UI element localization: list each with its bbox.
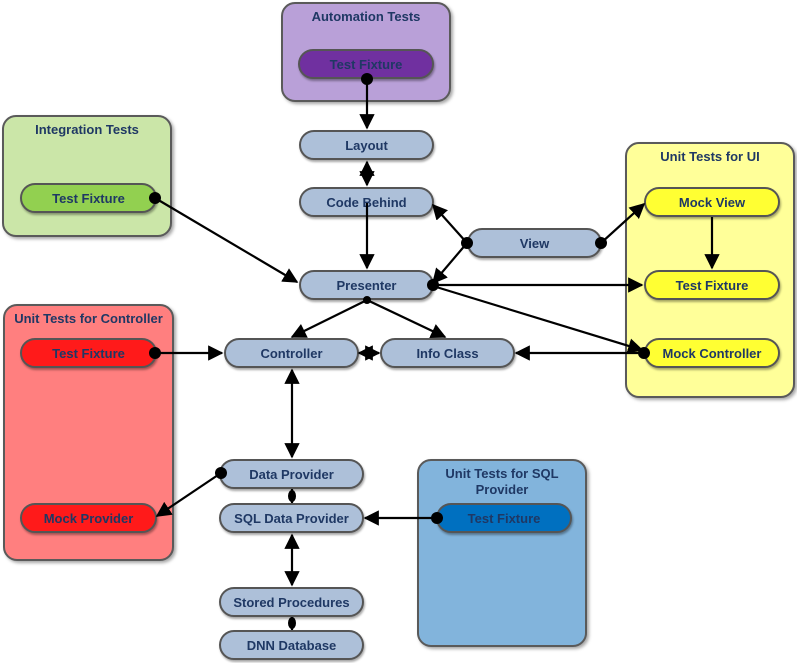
- data-provider-node: Data Provider: [219, 459, 364, 489]
- ui-test-fixture: Test Fixture: [644, 270, 780, 300]
- connector-dot: [427, 279, 439, 291]
- connector-presenter-controller: [290, 299, 368, 338]
- layout-node: Layout: [299, 130, 434, 160]
- connector-dot: [431, 512, 443, 524]
- connector-presenter-infoclass: [366, 299, 447, 339]
- controller-node: Controller: [224, 338, 359, 368]
- unit-tests-sql-title: Unit Tests for SQL Provider: [445, 466, 559, 497]
- mock-controller: Mock Controller: [644, 338, 780, 368]
- unit-tests-sql-group: Unit Tests for SQL Provider: [417, 459, 587, 647]
- connector-dot: [638, 347, 650, 359]
- connector-dot: [288, 617, 296, 629]
- connector-dot: [361, 73, 373, 85]
- mock-provider: Mock Provider: [20, 503, 157, 533]
- sql-test-fixture: Test Fixture: [436, 503, 572, 533]
- connector-dot: [595, 237, 607, 249]
- connector-dataprovider-mockprovider: [155, 472, 222, 517]
- connector-view-mockview: [600, 202, 646, 244]
- connector-view-presenter: [432, 242, 468, 285]
- connector-presenter-mockcontroller: [432, 284, 644, 354]
- connector-dot: [288, 490, 296, 502]
- automation-tests-title: Automation Tests: [311, 9, 421, 24]
- controller-test-fixture: Test Fixture: [20, 338, 157, 368]
- integration-tests-group: Integration Tests: [2, 115, 172, 237]
- unit-tests-controller-title: Unit Tests for Controller: [14, 311, 163, 326]
- connector-dot: [461, 237, 473, 249]
- connector-dot: [215, 467, 227, 479]
- stored-procedures-node: Stored Procedures: [219, 587, 364, 617]
- mock-view: Mock View: [644, 187, 780, 217]
- info-class-node: Info Class: [380, 338, 515, 368]
- integration-test-fixture: Test Fixture: [20, 183, 157, 213]
- unit-tests-ui-title: Unit Tests for UI: [660, 149, 760, 164]
- connector-dot: [149, 192, 161, 204]
- connector-integration-presenter: [154, 197, 299, 283]
- connector-view-codebehind: [431, 203, 468, 244]
- connector-dot: [149, 347, 161, 359]
- dnn-database-node: DNN Database: [219, 630, 364, 660]
- view-node: View: [467, 228, 602, 258]
- sql-data-provider-node: SQL Data Provider: [219, 503, 364, 533]
- integration-tests-title: Integration Tests: [35, 122, 139, 137]
- connector-dot: [363, 296, 371, 304]
